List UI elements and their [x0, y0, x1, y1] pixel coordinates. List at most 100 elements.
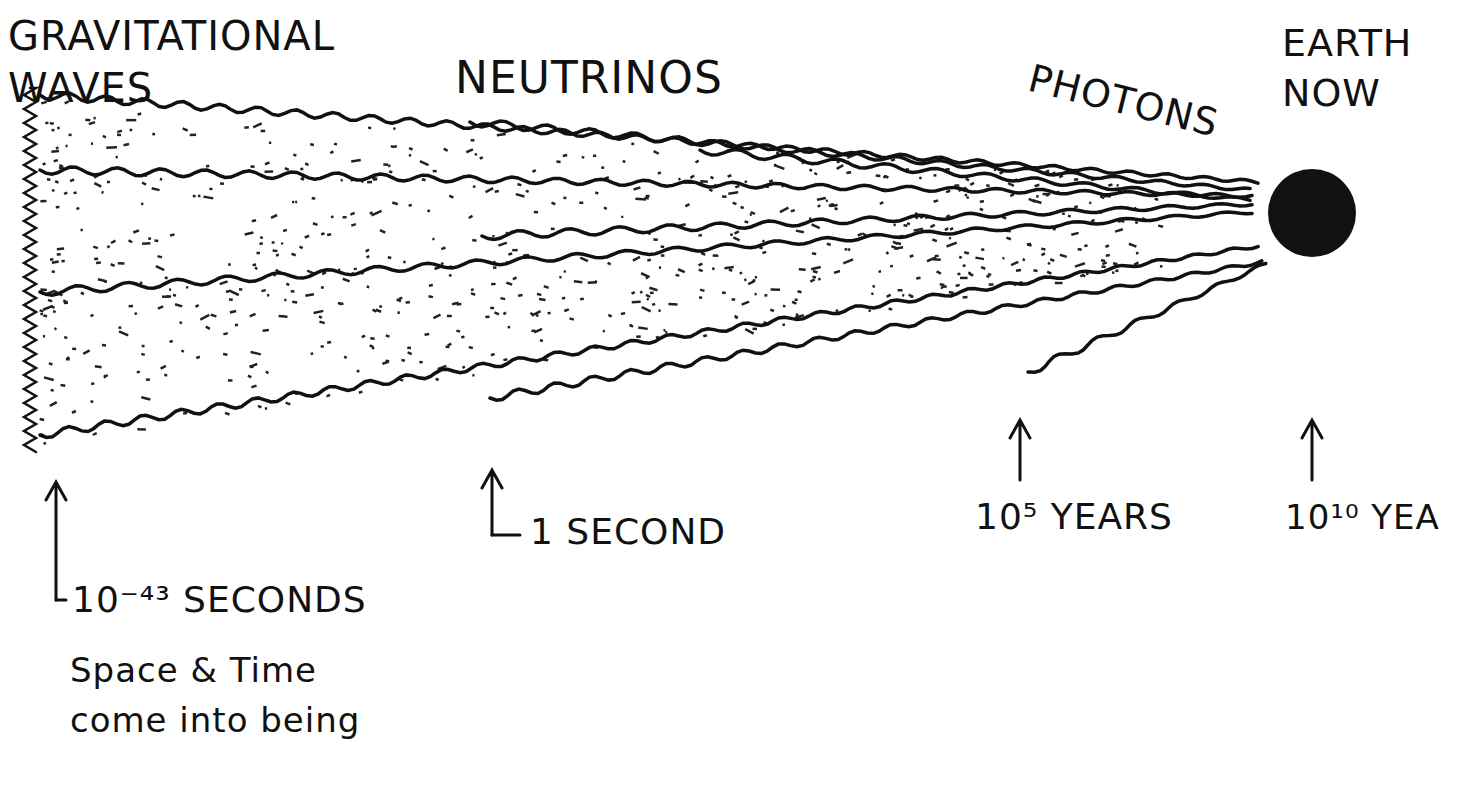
particle-dot — [698, 268, 703, 272]
particle-dot — [256, 252, 260, 255]
particle-dot — [799, 268, 806, 271]
particle-dot — [1011, 261, 1019, 267]
particle-dot — [51, 270, 55, 273]
particle-dot — [989, 283, 994, 286]
particle-dot — [1158, 224, 1163, 227]
particle-dot — [886, 251, 889, 254]
particle-dot — [249, 313, 256, 318]
particle-dot — [107, 245, 111, 248]
particle-dot — [68, 133, 71, 136]
particle-dot — [164, 374, 167, 377]
particle-dot — [933, 174, 936, 177]
particle-dot — [312, 197, 316, 200]
time-label: 10⁵ YEARS — [975, 495, 1173, 539]
particle-dot — [408, 154, 411, 157]
particle-dot — [740, 206, 744, 209]
particle-dot — [1033, 269, 1038, 272]
particle-dot — [373, 178, 378, 181]
particle-dot — [182, 127, 188, 132]
particle-dot — [650, 291, 654, 294]
particle-dot — [632, 301, 641, 304]
particle-dot — [53, 159, 58, 163]
particle-dot — [1027, 243, 1031, 246]
particle-dot — [818, 278, 821, 281]
particle-dot — [272, 241, 275, 244]
particle-dot — [825, 199, 828, 202]
particle-dot — [235, 324, 239, 327]
particle-dot — [652, 303, 656, 306]
particle-dot — [391, 145, 395, 148]
particle-dot — [291, 290, 295, 293]
particle-dot — [883, 175, 887, 178]
particle-dot — [350, 212, 355, 216]
particle-dot — [645, 276, 648, 279]
particle-dot — [313, 222, 318, 226]
particle-dot — [733, 236, 740, 241]
particle-dot — [406, 301, 411, 304]
particle-dot — [401, 359, 405, 362]
particle-dot — [261, 130, 266, 133]
particle-dot — [179, 321, 183, 325]
particle-dot — [959, 256, 963, 259]
particle-dot — [1135, 221, 1138, 224]
particle-dot — [165, 276, 168, 279]
particle-dot — [429, 284, 433, 287]
wave-line — [40, 247, 1258, 438]
particle-dot — [668, 303, 677, 306]
particle-dot — [969, 273, 974, 277]
particle-dot — [141, 353, 145, 356]
particle-dot — [713, 254, 719, 257]
particle-dot — [200, 314, 210, 321]
particle-dot — [936, 270, 941, 274]
particle-dot — [368, 126, 372, 129]
particle-dot — [157, 305, 163, 310]
particle-dot — [162, 295, 171, 298]
particle-dot — [228, 289, 239, 296]
particle-dot — [485, 315, 489, 318]
particle-dot — [744, 278, 747, 281]
particle-dot — [640, 291, 643, 294]
particle-dot — [754, 293, 756, 296]
particle-dot — [396, 298, 401, 302]
particle-dot — [752, 328, 757, 331]
particle-dot — [351, 223, 356, 227]
particle-dot — [846, 171, 851, 174]
particle-dot — [1101, 259, 1105, 262]
particle-dot — [848, 248, 851, 251]
particle-dot — [327, 341, 331, 344]
particle-dot — [1032, 199, 1041, 204]
particle-dot — [342, 278, 350, 283]
particle-dot — [916, 276, 921, 279]
particle-dot — [563, 196, 566, 199]
particle-dot — [265, 371, 269, 375]
particle-dot — [962, 264, 966, 267]
particle-dot — [310, 352, 313, 355]
particle-dot — [327, 233, 331, 236]
particle-dot — [665, 331, 667, 334]
particle-dot — [1062, 213, 1065, 216]
planck-hook — [56, 599, 66, 602]
particle-dot — [638, 326, 648, 330]
particle-dot — [497, 133, 506, 137]
particle-dot — [1160, 265, 1163, 268]
particle-dot — [170, 233, 175, 236]
particle-dot — [271, 214, 278, 219]
particle-dot — [300, 177, 304, 181]
particle-dot — [223, 353, 228, 356]
particle-dot — [468, 215, 473, 219]
particle-dot — [50, 122, 54, 125]
particle-dot — [326, 394, 330, 398]
particle-dot — [814, 172, 818, 176]
particle-dot — [48, 299, 53, 303]
particle-dot — [228, 379, 233, 382]
particle-dot — [968, 272, 971, 275]
particle-dot — [196, 356, 200, 360]
particle-dot — [39, 418, 44, 422]
particle-dot — [755, 276, 757, 279]
particle-dot — [569, 317, 574, 321]
particle-dot — [203, 195, 213, 199]
particle-dot — [537, 293, 542, 296]
particle-dot — [55, 146, 59, 149]
particle-dot — [886, 294, 891, 298]
particle-dot — [508, 252, 512, 255]
